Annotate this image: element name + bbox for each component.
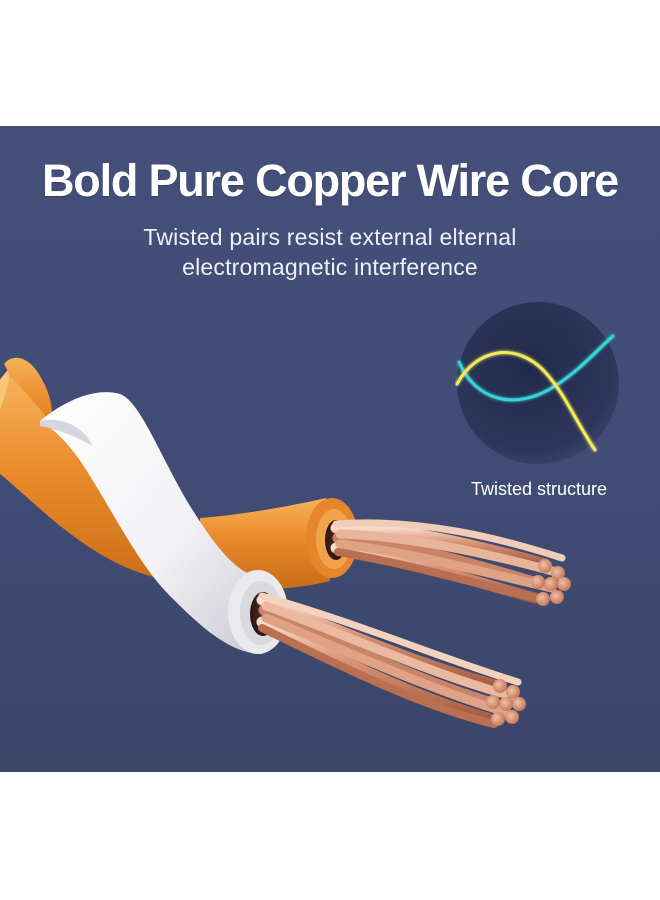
twisted-cable-illustration xyxy=(0,357,571,728)
headline: Bold Pure Copper Wire Core xyxy=(42,155,619,206)
twisted-structure-caption: Twisted structure xyxy=(470,479,608,499)
subheadline: Twisted pairs resist external elternal e… xyxy=(0,222,660,282)
strand-tips-white xyxy=(486,679,526,726)
twisted-structure-icon xyxy=(455,302,619,464)
subheadline-line-2: electromagnetic interference xyxy=(182,254,478,280)
strand-tips-orange xyxy=(531,559,571,606)
product-banner: Bold Pure Copper Wire Core Twisted pairs… xyxy=(0,126,660,772)
subheadline-line-1: Twisted pairs resist external elternal xyxy=(143,224,517,250)
